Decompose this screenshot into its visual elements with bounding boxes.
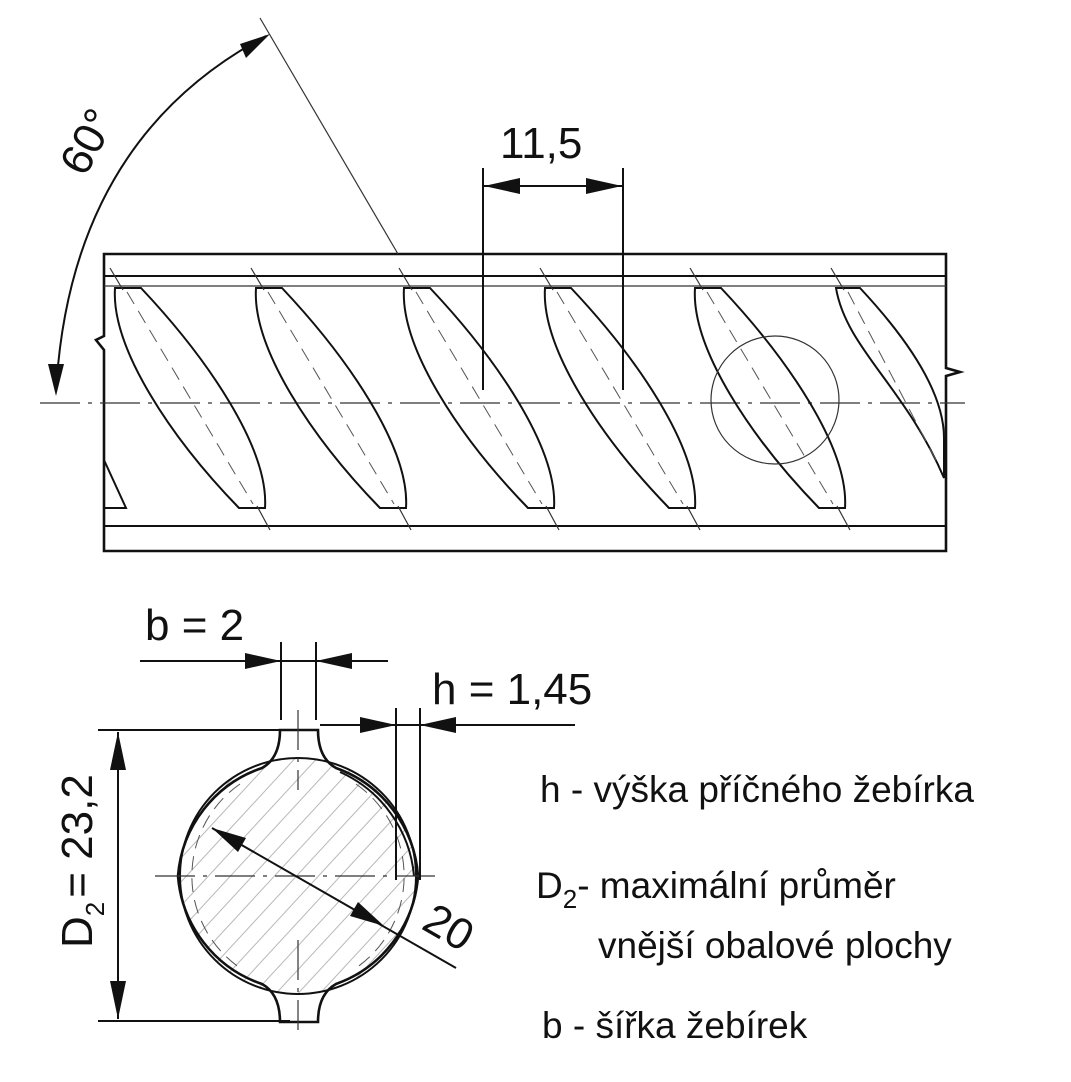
rib-6-centerline (847, 291, 941, 469)
hatch-line (247, 758, 416, 994)
hatch-line (225, 758, 416, 994)
transverse-ribs (109, 267, 945, 531)
hatch-line (291, 758, 416, 994)
rib-5-tick-bottom (836, 505, 851, 531)
legend-d2-line1: D2- maximální průměr (536, 865, 896, 914)
pitch-arrow-right (586, 178, 622, 194)
rib-partial-left (103, 459, 128, 509)
svg-text:D2= 23,2: D2= 23,2 (53, 774, 110, 948)
hatch-line (181, 758, 416, 994)
core-arrow-upper (212, 828, 246, 852)
angle-arrow-top (240, 34, 270, 58)
hatch-line (180, 758, 247, 994)
rib-5-tick-top (689, 267, 704, 291)
h-arrow-left (360, 717, 396, 733)
legend-d2-line2: vnější obalové plochy (598, 925, 952, 966)
angle-arrow-bottom (48, 364, 64, 396)
rib-1-tick-top (109, 267, 124, 291)
angle-reference-line (259, 17, 399, 255)
hatch-line (313, 758, 416, 994)
rib-4-tick-top (539, 267, 554, 291)
hatch-line (180, 758, 357, 994)
hatch-line (180, 758, 379, 994)
rib-ring-dashed-right (355, 783, 405, 969)
hatch-line (180, 758, 225, 994)
rib-4-centerline (556, 291, 684, 505)
core-arrow-lower (350, 902, 384, 926)
angle-arc (55, 35, 267, 393)
d2-arrow-bottom (110, 981, 126, 1019)
b-label: b = 2 (145, 601, 244, 650)
d2-label: D2= 23,2 (53, 774, 110, 948)
rib-6 (834, 287, 945, 479)
rib-5-centerline (706, 291, 834, 505)
rib-3-tick-top (398, 267, 413, 291)
detail-circle (710, 335, 840, 465)
pitch-arrow-left (484, 178, 520, 194)
rib-1-centerline (126, 291, 254, 505)
hatch-line (180, 758, 291, 994)
rib-2-tick-top (250, 267, 265, 291)
d2-arrow-top (110, 732, 126, 770)
section-outline (176, 728, 420, 1024)
legend: h - výška příčného žebírka D2- maximální… (536, 769, 974, 1046)
angle-label: 60° (51, 101, 126, 183)
hatch-line (180, 758, 269, 994)
h-arrow-right (420, 717, 456, 733)
rib-5 (693, 287, 847, 509)
hatch-line (269, 758, 416, 994)
rib-3-centerline (415, 291, 543, 505)
rib-2-tick-bottom (397, 505, 412, 531)
bar-outline (93, 252, 965, 553)
b-arrow-right (316, 653, 352, 669)
rib-1-tick-bottom (256, 505, 271, 531)
legend-h: h - výška příčného žebírka (540, 769, 974, 810)
rib-2 (254, 287, 408, 509)
pitch-label: 11,5 (500, 119, 582, 168)
rib-1 (113, 287, 267, 509)
rib-4-tick-bottom (686, 505, 701, 531)
hatch-line (335, 758, 416, 994)
rib-3-tick-bottom (545, 505, 560, 531)
outer-ring-right (339, 771, 415, 877)
rib-ring-dashed-left (191, 783, 241, 969)
core-diameter-line (211, 827, 457, 969)
h-label: h = 1,45 (432, 665, 592, 714)
rib-6-tick-top (830, 267, 845, 291)
rib-2-centerline (267, 291, 395, 505)
b-arrow-left (245, 653, 281, 669)
hatch-line (180, 758, 335, 994)
legend-b: b - šířka žebírek (542, 1005, 808, 1046)
side-view: 60° 11,5 (40, 17, 965, 553)
